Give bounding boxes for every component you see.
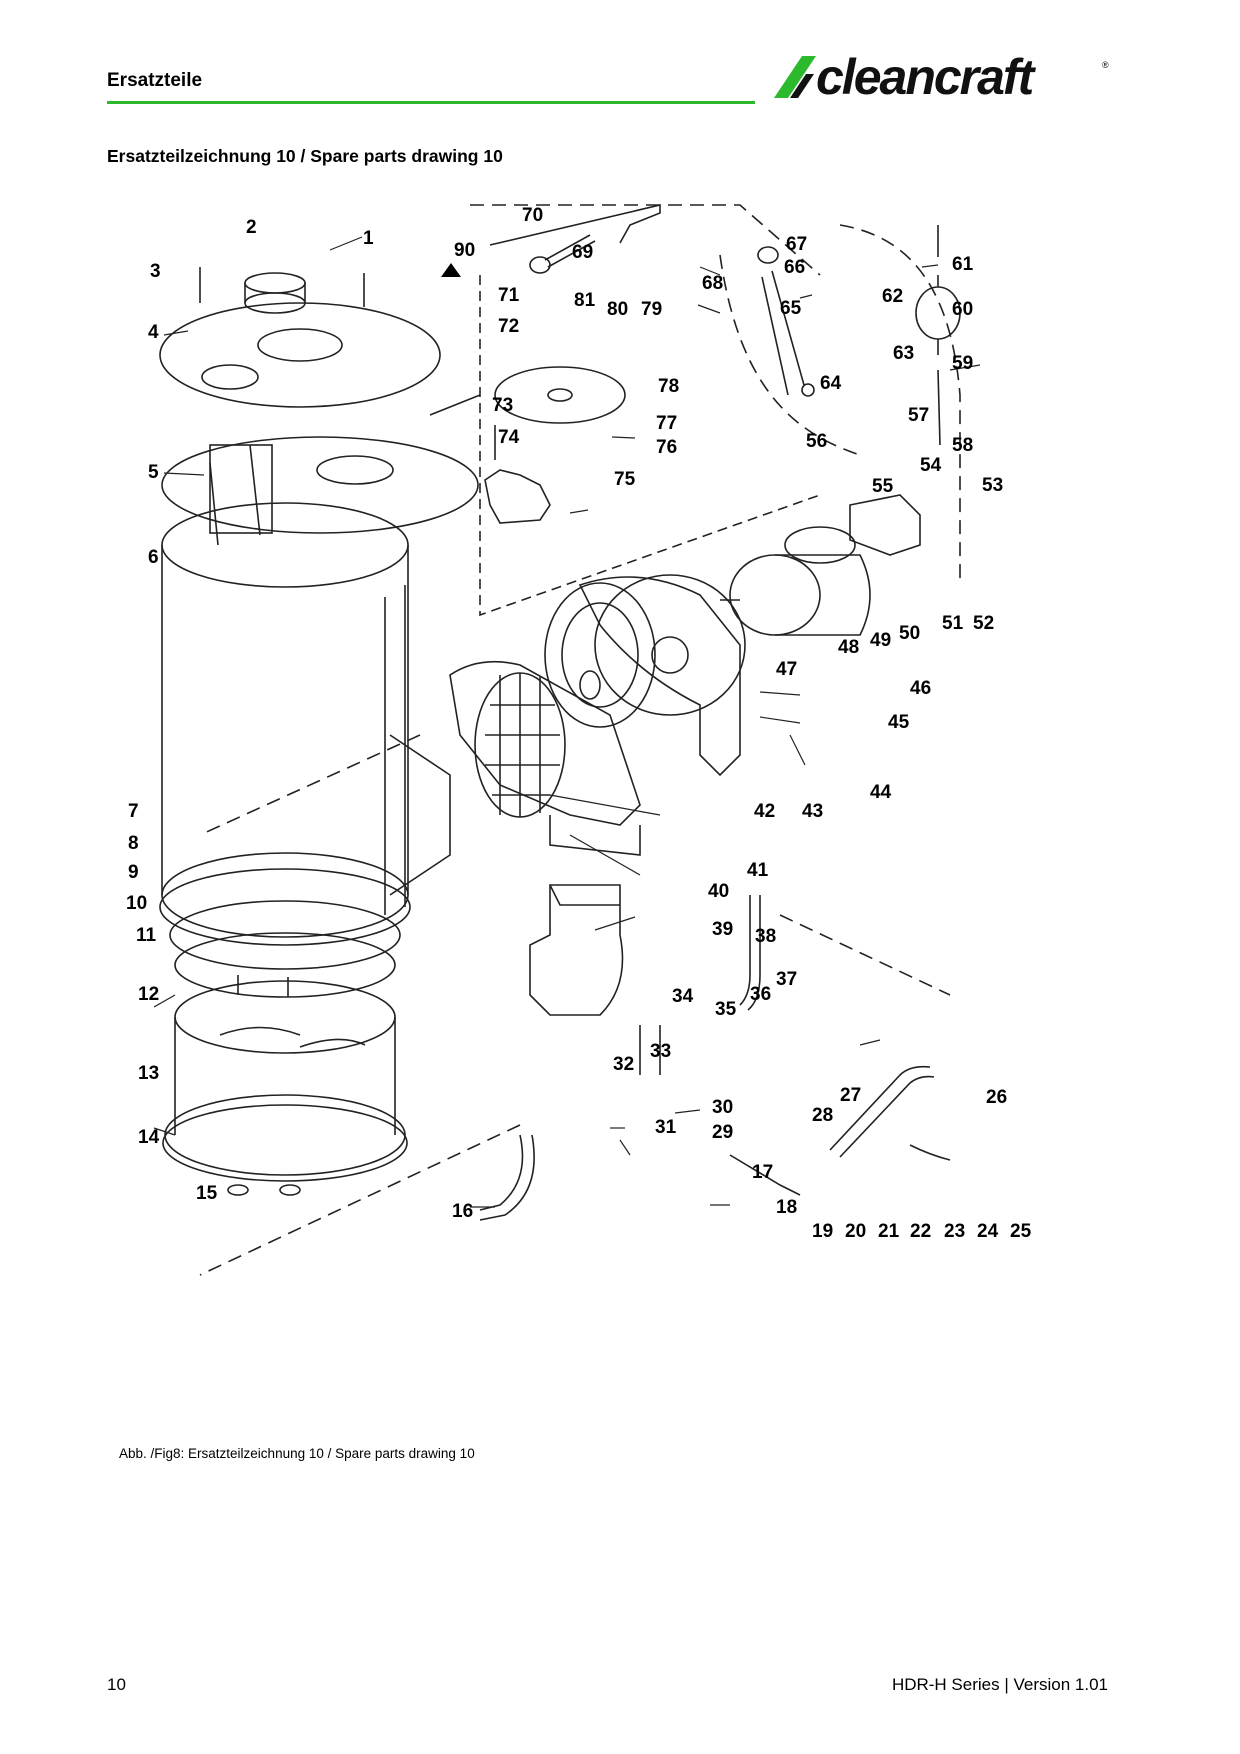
part-number-label: 13 [138, 1063, 159, 1084]
part-number-label: 26 [986, 1087, 1007, 1108]
part-number-label: 28 [812, 1105, 833, 1126]
part-number-label: 52 [973, 613, 994, 634]
part-number-label: 39 [712, 919, 733, 940]
part-number-label: 32 [613, 1054, 634, 1075]
part-number-label: 90 [454, 240, 475, 261]
part-number-label: 72 [498, 316, 519, 337]
part-number-label: 80 [607, 299, 628, 320]
part-number-label: 50 [899, 623, 920, 644]
part-number-label: 57 [908, 405, 929, 426]
part-number-label: 65 [780, 298, 802, 319]
part-number-label: 49 [870, 630, 891, 651]
part-number-label: 35 [715, 999, 737, 1020]
part-number-label: 78 [658, 376, 679, 397]
page-number: 10 [107, 1675, 126, 1694]
registered-mark: ® [1102, 60, 1109, 70]
brand-logo: cleancraft ® [772, 49, 1112, 106]
part-number-label: 55 [872, 476, 894, 497]
part-number-label: 73 [492, 395, 513, 416]
part-number-label: 53 [982, 475, 1003, 496]
part-number-label: 36 [750, 984, 771, 1005]
part-number-label: 69 [572, 242, 593, 263]
part-number-label: 23 [944, 1221, 965, 1242]
part-number-label: 63 [893, 343, 914, 364]
part-number-label: 15 [196, 1183, 218, 1204]
part-number-label: 1 [363, 228, 374, 249]
part-number-label: 48 [838, 637, 859, 658]
part-number-label: 64 [820, 373, 842, 394]
part-number-label: 70 [522, 205, 543, 226]
logo-mark-icon [774, 56, 816, 98]
part-number-label: 33 [650, 1041, 671, 1062]
part-number-label: 76 [656, 437, 677, 458]
part-number-label: 31 [655, 1117, 677, 1138]
footer-series-version: HDR-H Series | Version 1.01 [891, 1675, 1108, 1694]
part-number-label: 41 [747, 860, 769, 881]
part-number-label: 60 [952, 299, 973, 320]
part-number-label: 11 [136, 925, 157, 946]
part-number-label: 2 [246, 217, 257, 238]
parts-drawing-svg: 1234567891011121314151617181920212223242… [126, 203, 1032, 1276]
part-number-label: 24 [977, 1221, 999, 1242]
part-number-label: 12 [138, 984, 159, 1005]
part-number-label: 40 [708, 881, 729, 902]
part-number-label: 37 [776, 969, 797, 990]
part-number-label: 34 [672, 986, 694, 1007]
part-number-label: 71 [498, 285, 520, 306]
logo-wordmark: cleancraft [816, 49, 1034, 105]
part-number-label: 74 [498, 427, 520, 448]
part-number-label: 17 [752, 1162, 773, 1183]
part-number-label: 75 [614, 469, 636, 490]
part-number-label: 22 [910, 1221, 931, 1242]
header-title: Ersatzteile [107, 70, 203, 91]
part-number-label: 25 [1010, 1221, 1032, 1242]
part-number-label: 46 [910, 678, 931, 699]
part-number-label: 77 [656, 413, 677, 434]
part-number-label: 10 [126, 893, 147, 914]
header-rule [107, 101, 755, 104]
part-number-label: 27 [840, 1085, 861, 1106]
part-number-label: 16 [452, 1201, 473, 1222]
section-title: Ersatzteilzeichnung 10 / Spare parts dra… [107, 146, 503, 166]
part-number-label: 54 [920, 455, 942, 476]
part-number-label: 43 [802, 801, 823, 822]
part-number-label: 29 [712, 1122, 733, 1143]
part-number-label: 61 [952, 254, 974, 275]
part-number-label: 45 [888, 712, 910, 733]
part-number-label: 19 [812, 1221, 833, 1242]
part-number-label: 59 [952, 353, 973, 374]
part-number-label: 8 [128, 833, 139, 854]
part-number-label: 3 [150, 261, 161, 282]
part-number-label: 79 [641, 299, 662, 320]
part-number-label: 7 [128, 801, 139, 822]
part-number-label: 42 [754, 801, 775, 822]
part-number-label: 21 [878, 1221, 900, 1242]
figure-caption: Abb. /Fig8: Ersatzteilzeichnung 10 / Spa… [119, 1446, 475, 1461]
part-number-label: 5 [148, 462, 159, 483]
part-number-label: 18 [776, 1197, 797, 1218]
part-number-label: 20 [845, 1221, 866, 1242]
part-number-label: 30 [712, 1097, 733, 1118]
part-number-label: 9 [128, 862, 139, 883]
part-number-label: 4 [148, 322, 159, 343]
part-number-label: 81 [574, 290, 596, 311]
part-number-label: 66 [784, 257, 805, 278]
part-number-label: 68 [702, 273, 723, 294]
part-number-label: 38 [755, 926, 776, 947]
part-number-label: 56 [806, 431, 827, 452]
part-number-label: 67 [786, 234, 807, 255]
part-number-label: 51 [942, 613, 964, 634]
part-number-label: 62 [882, 286, 903, 307]
part-number-label: 6 [148, 547, 159, 568]
part-number-label: 58 [952, 435, 973, 456]
part-number-label: 47 [776, 659, 797, 680]
triangle-marker-icon [441, 263, 461, 277]
part-number-label: 14 [138, 1127, 160, 1148]
part-number-label: 44 [870, 782, 892, 803]
